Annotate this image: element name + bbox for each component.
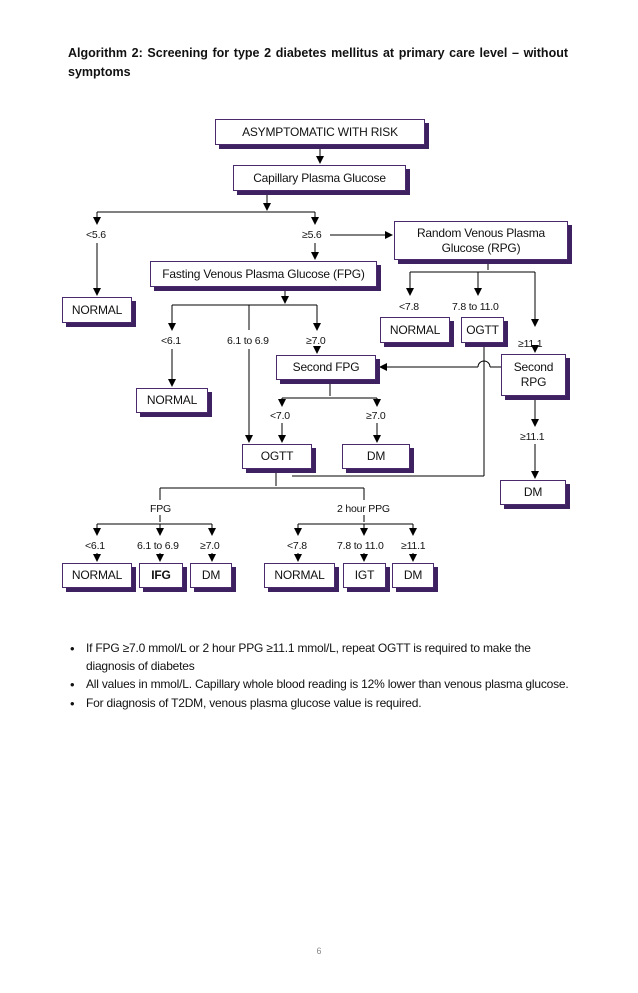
label-ogtt-ppg-low: <7.8 [287,540,307,552]
label-fpg-high: ≥7.0 [306,335,326,347]
label-ogtt-fpg-low: <6.1 [85,540,105,552]
label-ogtt-fpg-high: ≥7.0 [200,540,220,552]
node-dm-second-rpg: DM [500,480,566,505]
node-asymptomatic-with-risk: ASYMPTOMATIC WITH RISK [215,119,425,145]
label-capillary-low: <5.6 [86,229,106,241]
label-rpg-low: <7.8 [399,301,419,313]
label-capillary-high: ≥5.6 [302,229,322,241]
label-ogtt-ppg-high: ≥11.1 [401,540,426,552]
node-normal-capillary: NORMAL [62,297,132,323]
node-dm-second-fpg: DM [342,444,410,469]
page-number: 6 [316,946,322,956]
page-title: Algorithm 2: Screening for type 2 diabet… [68,46,568,79]
label-ogtt-2hour-ppg: 2 hour PPG [337,503,390,515]
node-ogtt-main: OGTT [242,444,312,469]
node-dm-ogtt-ppg: DM [392,563,434,588]
node-capillary-plasma-glucose: Capillary Plasma Glucose [233,165,406,191]
node-ifg: IFG [139,563,183,588]
node-dm-ogtt-fpg: DM [190,563,232,588]
node-random-venous-plasma-glucose: Random Venous Plasma Glucose (RPG) [394,221,568,260]
node-fasting-venous-plasma-glucose: Fasting Venous Plasma Glucose (FPG) [150,261,377,287]
label-rpg-high: ≥11.1 [518,338,543,350]
note-item: All values in mmol/L. Capillary whole bl… [70,676,575,694]
label-second-rpg-high: ≥11.1 [520,431,545,443]
note-item: For diagnosis of T2DM, venous plasma glu… [70,695,575,713]
label-ogtt-fpg-mid: 6.1 to 6.9 [137,540,179,552]
label-second-fpg-low: <7.0 [270,410,290,422]
label-fpg-mid: 6.1 to 6.9 [227,335,269,347]
label-rpg-mid: 7.8 to 11.0 [452,301,499,313]
notes-list: If FPG ≥7.0 mmol/L or 2 hour PPG ≥11.1 m… [70,640,575,713]
node-normal-ogtt-fpg: NORMAL [62,563,132,588]
note-item: If FPG ≥7.0 mmol/L or 2 hour PPG ≥11.1 m… [70,640,575,675]
node-normal-ogtt-ppg: NORMAL [264,563,335,588]
label-fpg-low: <6.1 [161,335,181,347]
label-ogtt-fpg: FPG [150,503,171,515]
label-ogtt-ppg-mid: 7.8 to 11.0 [337,540,384,552]
node-second-fpg: Second FPG [276,355,376,380]
node-normal-rpg: NORMAL [380,317,450,343]
label-second-fpg-high: ≥7.0 [366,410,386,422]
node-second-rpg: Second RPG [501,354,566,396]
node-igt: IGT [343,563,386,588]
node-normal-fpg: NORMAL [136,388,208,413]
node-ogtt-rpg: OGTT [461,317,504,343]
